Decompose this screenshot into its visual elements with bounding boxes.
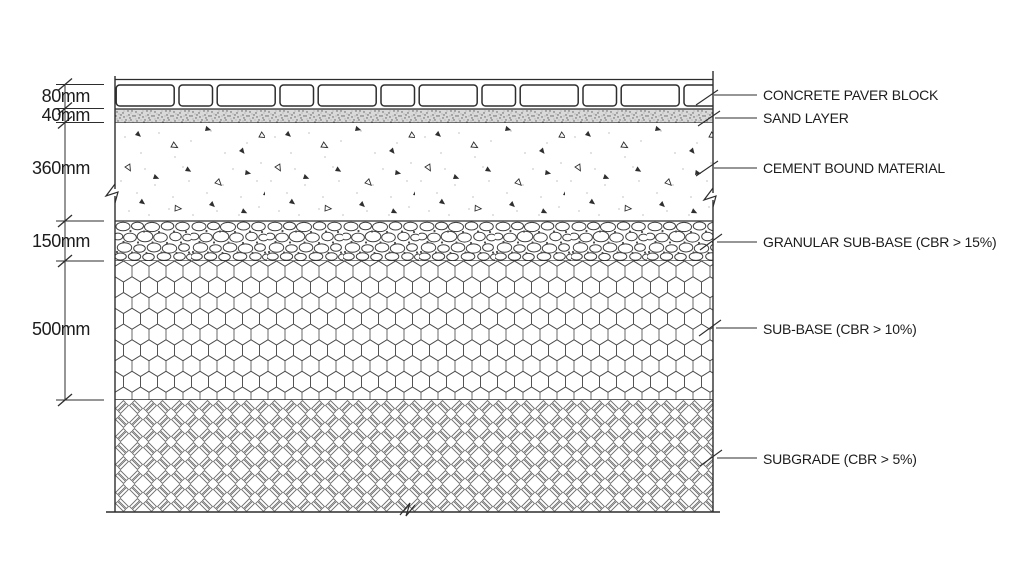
subgrade-layer (115, 400, 713, 512)
layer-label-subbase: SUB-BASE (CBR > 10%) (763, 321, 917, 337)
layer-label-sand-layer: SAND LAYER (763, 110, 849, 126)
layer-label-granular-subbase: GRANULAR SUB-BASE (CBR > 15%) (763, 234, 997, 250)
break-marks (104, 183, 719, 517)
section-outline (106, 71, 720, 513)
subbase-layer (115, 261, 713, 401)
leader-lines (695, 89, 757, 467)
dim-label-sand: 40mm (41, 105, 91, 125)
sand-layer (115, 108, 713, 124)
dim-label-granular: 150mm (31, 231, 90, 251)
dim-label-subbase: 500mm (31, 319, 90, 339)
layer-label-subgrade: SUBGRADE (CBR > 5%) (763, 451, 917, 467)
dim-label-cement: 360mm (31, 158, 90, 178)
granular-subbase-layer (115, 220, 713, 262)
cement-bound-layer (115, 123, 713, 221)
dim-label-paver: 80mm (41, 86, 91, 106)
layer-label-cement-bound: CEMENT BOUND MATERIAL (763, 160, 945, 176)
paver-block-layer (115, 78, 713, 107)
layer-label-concrete-paver-block: CONCRETE PAVER BLOCK (763, 87, 939, 103)
dimension-lines (56, 78, 104, 407)
